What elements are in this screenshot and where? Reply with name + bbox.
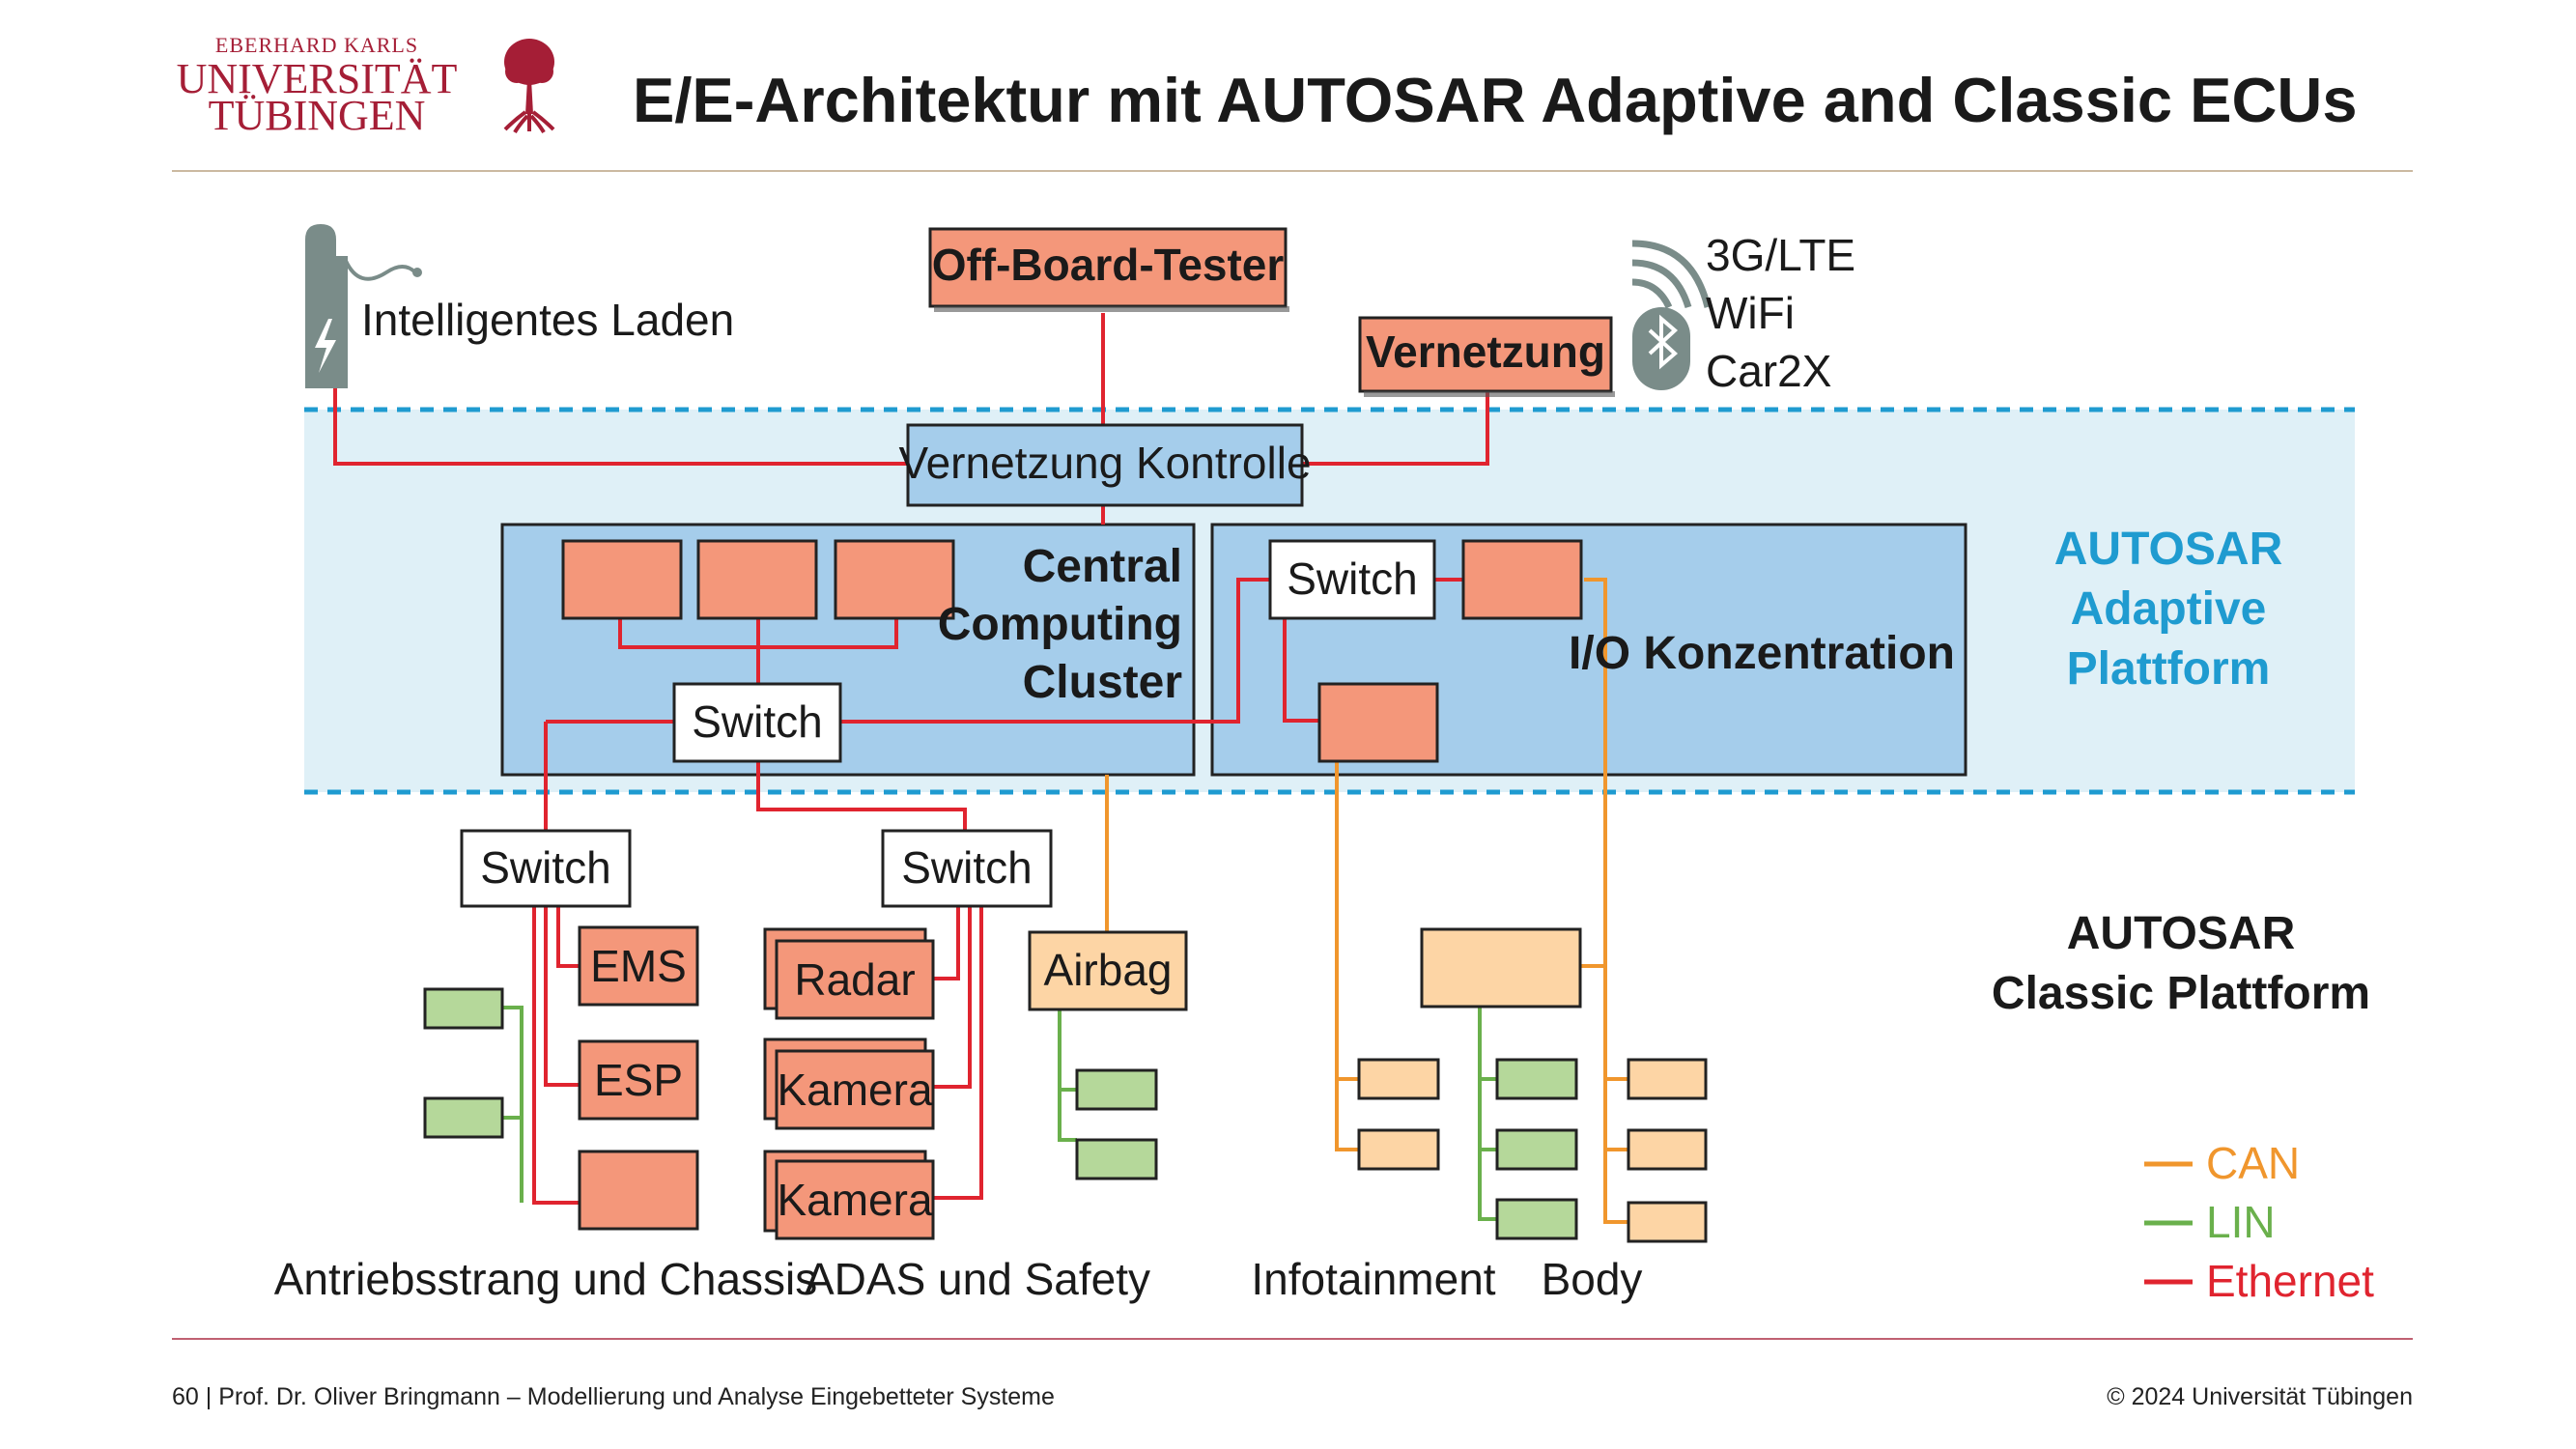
logo-line-2: UNIVERSITÄT — [176, 55, 458, 102]
io-switch-label: Switch — [1287, 554, 1417, 604]
ccc-ecu-2 — [696, 539, 818, 620]
adaptive-label-3: Plattform — [2067, 643, 2271, 695]
legend-ethernet-label: Ethernet — [2206, 1256, 2374, 1306]
header-divider — [172, 170, 2413, 172]
group-body-label: Body — [1542, 1254, 1643, 1304]
kamera-2-box — [775, 1159, 935, 1240]
ems-label: EMS — [590, 941, 687, 991]
infotainment-node-1 — [1357, 1058, 1440, 1100]
bluetooth-icon — [1632, 307, 1690, 390]
airbag-label: Airbag — [1044, 945, 1173, 995]
chassis-lin-node-2 — [423, 1096, 504, 1139]
classic-label-2: Classic Plattform — [1992, 968, 2370, 1019]
central-cluster-label-3: Cluster — [1023, 657, 1182, 708]
body-lin-node-2 — [1495, 1128, 1578, 1171]
wireless-wifi-label: WiFi — [1706, 288, 1795, 338]
legend-can-label: CAN — [2206, 1138, 2300, 1188]
footer-left-text: 60 | Prof. Dr. Oliver Bringmann – Modell… — [172, 1383, 1055, 1410]
page-title: E/E-Architektur mit AUTOSAR Adaptive and… — [633, 65, 2358, 135]
adas-switch-label: Switch — [901, 842, 1032, 893]
intelligentes-laden-label: Intelligentes Laden — [361, 295, 734, 345]
charging-station-icon — [305, 224, 422, 388]
io-ecu-1 — [1461, 539, 1583, 620]
can-lines — [1105, 578, 1628, 1224]
group-antrieb-label: Antriebsstrang und Chassis — [274, 1254, 818, 1304]
group-infotainment-label: Infotainment — [1251, 1254, 1495, 1304]
radar-box — [775, 939, 935, 1020]
logo-line-1: EBERHARD KARLS — [214, 33, 419, 57]
radar-label: Radar — [794, 954, 915, 1005]
group-adas-label: ADAS und Safety — [805, 1254, 1150, 1304]
chassis-ecu-3 — [578, 1150, 699, 1231]
lin-lines — [502, 1006, 1497, 1221]
kamera-1-label: Kamera — [777, 1065, 932, 1115]
chassis-switch-label: Switch — [480, 842, 610, 893]
wireless-car2x-label: Car2X — [1706, 346, 1831, 396]
io-konzentration-label: I/O Konzentration — [1569, 628, 1955, 679]
central-cluster-label-1: Central — [1023, 541, 1182, 592]
vernetzung-kontrolle-box — [906, 423, 1304, 507]
adaptive-label-2: Adaptive — [2071, 583, 2267, 635]
chassis-switch-box — [460, 829, 632, 908]
airbag-lin-node-2 — [1075, 1138, 1158, 1180]
airbag-lin-node-1 — [1075, 1068, 1158, 1111]
footer-divider — [172, 1338, 2413, 1340]
adas-switch-box — [881, 829, 1053, 908]
body-lin-node-3 — [1495, 1198, 1578, 1240]
footer-copyright: © 2024 Universität Tübingen — [2107, 1383, 2413, 1410]
wireless-signal-icon — [1631, 240, 1712, 309]
ethernet-lines — [333, 313, 1489, 1205]
central-switch-box — [672, 682, 842, 763]
vernetzung-box — [1358, 316, 1613, 393]
body-gateway-box — [1420, 927, 1582, 1009]
ccc-ecu-1 — [561, 539, 683, 620]
offboard-tester-box — [928, 227, 1288, 308]
esp-label: ESP — [594, 1055, 683, 1105]
logo-line-3: TÜBINGEN — [208, 92, 426, 139]
legend-lin-label: LIN — [2206, 1197, 2276, 1247]
body-can-node-1 — [1627, 1058, 1708, 1100]
wireless-3g-label: 3G/LTE — [1706, 230, 1855, 280]
kamera-2-label: Kamera — [777, 1175, 932, 1225]
tree-emblem-icon — [503, 39, 555, 133]
body-can-node-2 — [1627, 1128, 1708, 1171]
ccc-ecu-3 — [834, 539, 955, 620]
classic-label-1: AUTOSAR — [2067, 908, 2295, 959]
vernetzung-kontrolle-label: Vernetzung Kontrolle — [898, 438, 1311, 488]
esp-box — [578, 1039, 699, 1121]
body-can-node-3 — [1627, 1201, 1708, 1243]
body-lin-node-1 — [1495, 1058, 1578, 1100]
infotainment-node-2 — [1357, 1128, 1440, 1171]
io-switch-box — [1268, 539, 1436, 620]
central-switch-label: Switch — [692, 696, 822, 747]
kamera-1-box — [775, 1049, 935, 1130]
adaptive-label-1: AUTOSAR — [2054, 524, 2282, 575]
legend: CAN LIN Ethernet — [2144, 1138, 2374, 1306]
vernetzung-label: Vernetzung — [1366, 327, 1605, 377]
io-ecu-2 — [1317, 682, 1439, 763]
ems-box — [578, 925, 699, 1007]
central-cluster-label-2: Computing — [938, 599, 1182, 650]
offboard-tester-label: Off-Board-Tester — [932, 240, 1285, 290]
chassis-lin-node-1 — [423, 987, 504, 1030]
airbag-box — [1028, 930, 1188, 1011]
